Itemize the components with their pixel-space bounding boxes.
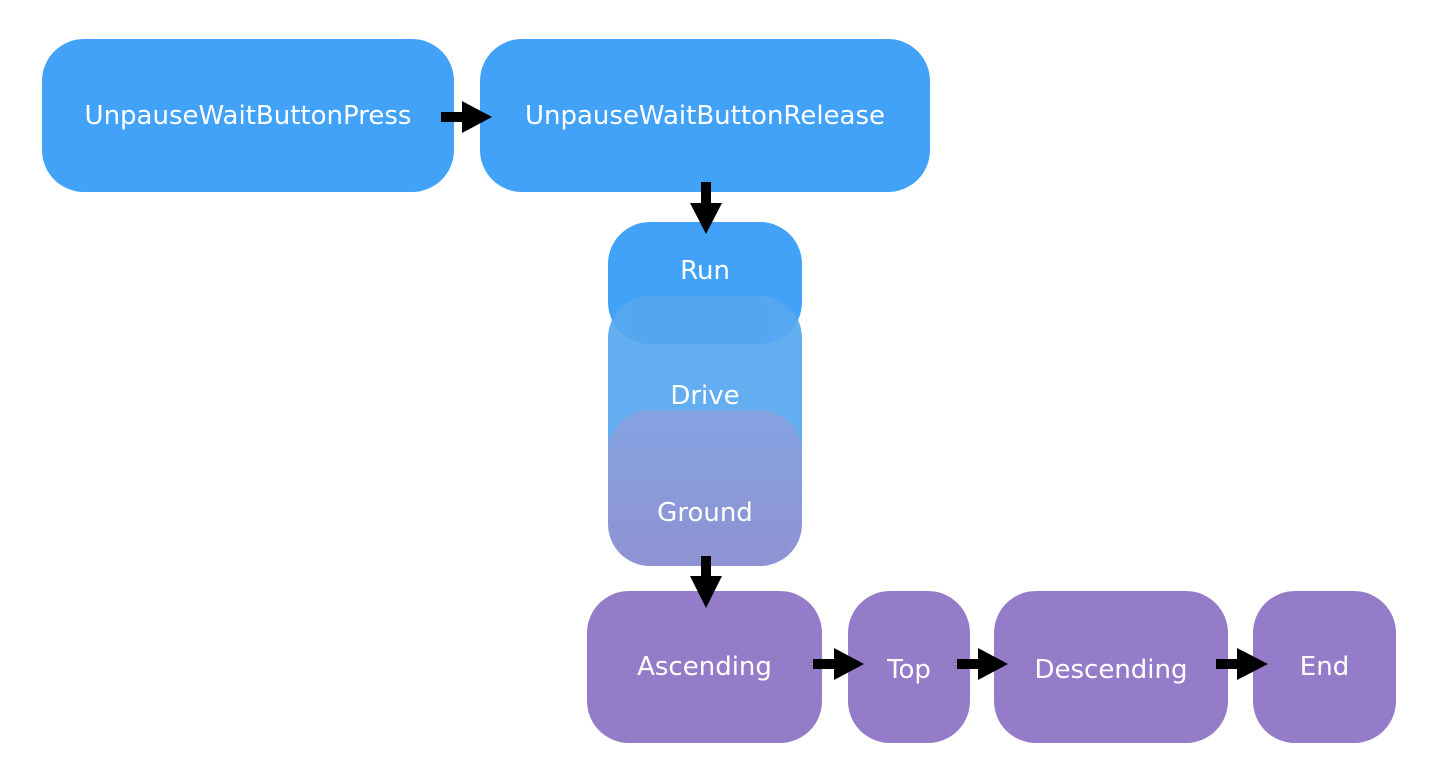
node-end: End [1253, 591, 1396, 743]
node-label: End [1299, 652, 1350, 682]
node-label: Ascending [637, 652, 772, 682]
node-label: UnpauseWaitButtonRelease [524, 100, 886, 131]
node-ascending: Ascending [587, 591, 822, 743]
node-label: Drive [670, 381, 740, 411]
node-unpause-wait-button-release: UnpauseWaitButtonRelease [480, 39, 930, 192]
node-label: UnpauseWaitButtonPress [84, 100, 412, 131]
node-unpause-wait-button-press: UnpauseWaitButtonPress [42, 39, 454, 192]
node-descending: Descending [994, 591, 1228, 743]
node-label: Run [680, 256, 730, 286]
run-drive-ground-stack: Run Drive Ground [608, 222, 802, 566]
node-label: Ground [657, 498, 753, 528]
node-label: Descending [1034, 655, 1188, 685]
node-ground: Ground [608, 410, 802, 566]
node-label: Top [887, 655, 931, 685]
node-top: Top [848, 591, 970, 743]
